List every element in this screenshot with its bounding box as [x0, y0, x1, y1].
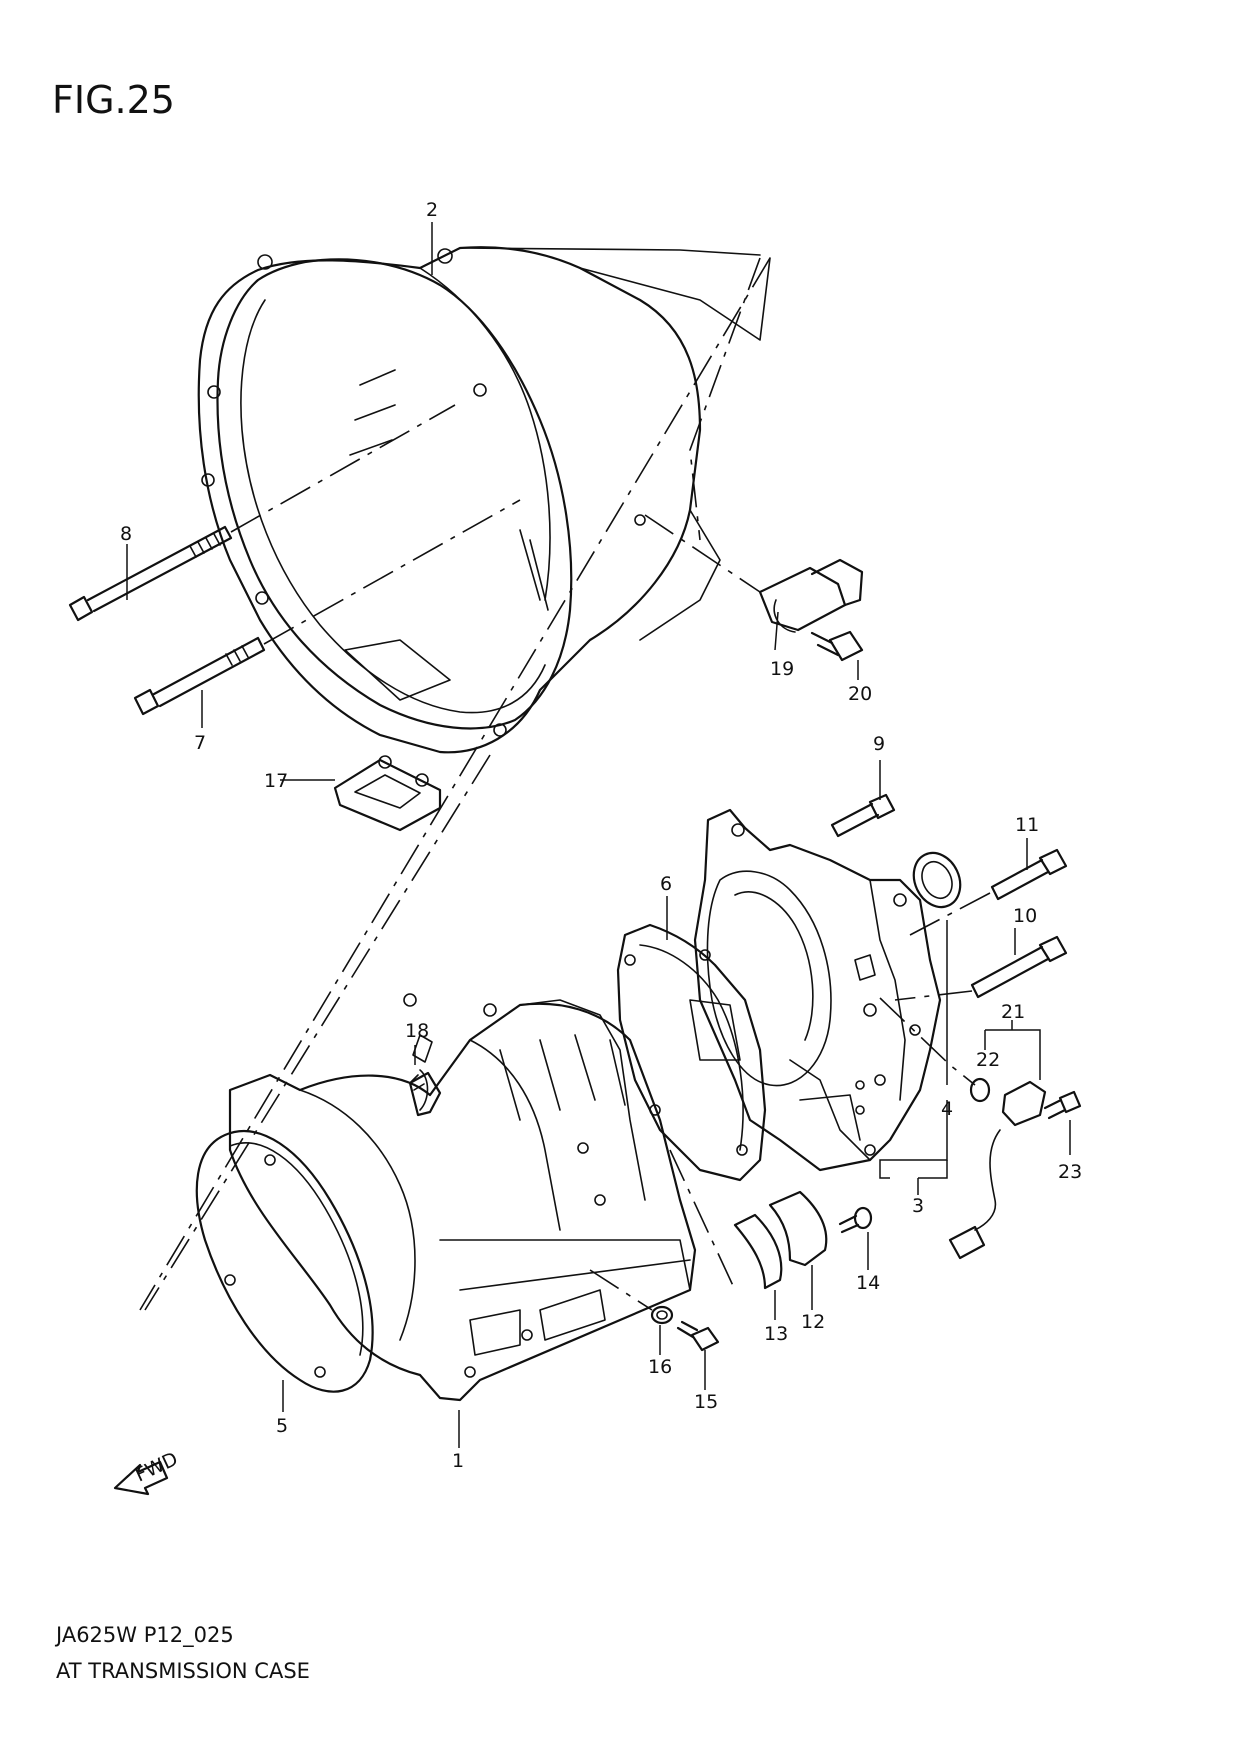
bolt-11: [909, 848, 1068, 936]
extension-case: [693, 808, 942, 1172]
gasket-5: [195, 1130, 374, 1393]
callout-21: 21: [1001, 1001, 1025, 1023]
callout-9: 9: [873, 733, 885, 755]
callout-20: 20: [848, 683, 872, 705]
washer-16: [589, 1269, 674, 1325]
callout-10: 10: [1013, 905, 1037, 927]
bolt-7: [133, 499, 521, 716]
callout-8: 8: [120, 523, 132, 545]
callout-18: 18: [405, 1020, 429, 1042]
plate-13: [733, 1213, 783, 1290]
clip-17: [333, 755, 442, 832]
sensor-19: [644, 514, 864, 633]
figure-title: FIG.25: [52, 78, 175, 122]
assembly-line: [144, 754, 491, 1311]
callout-6: 6: [660, 873, 672, 895]
callout-23: 23: [1058, 1161, 1082, 1183]
bolt-9: [830, 793, 896, 838]
callout-22: 22: [976, 1049, 1000, 1071]
gasket-6: [616, 923, 767, 1182]
callout-1: 1: [452, 1450, 464, 1472]
callout-3: 3: [912, 1195, 924, 1217]
cover-12: [768, 1190, 828, 1267]
callout-11: 11: [1015, 814, 1039, 836]
callout-labels: 2 8 7 17 19 20 9 11 10 6 21 18 22 4 23 3…: [120, 199, 1082, 1472]
bolt-10: [894, 935, 1068, 1001]
assembly-line: [879, 997, 976, 1086]
callout-5: 5: [276, 1415, 288, 1437]
assembly-line: [139, 257, 771, 1311]
callout-4: 4: [941, 1098, 953, 1120]
connector-18: [408, 1071, 442, 1117]
callout-12: 12: [801, 1311, 825, 1333]
leader-lines: [126, 222, 1071, 1448]
bolt-14: [838, 1206, 873, 1234]
fwd-arrow-icon: FWD: [113, 1448, 182, 1496]
callout-14: 14: [856, 1272, 880, 1294]
bolt-8: [68, 404, 456, 622]
callout-2: 2: [426, 199, 438, 221]
oil-seal-4: [912, 851, 962, 909]
bolt-20: [810, 630, 864, 662]
sensor-21: [948, 1080, 1047, 1260]
figure-caption: AT TRANSMISSION CASE: [56, 1659, 310, 1683]
transmission-case: [228, 993, 697, 1402]
bolt-15: [676, 1320, 720, 1352]
figure-code: JA625W P12_025: [56, 1623, 234, 1647]
callout-15: 15: [694, 1391, 718, 1413]
assembly-line: [669, 1149, 736, 1291]
callout-17: 17: [264, 770, 288, 792]
bolt-23: [1043, 1090, 1082, 1120]
callout-13: 13: [764, 1323, 788, 1345]
callout-16: 16: [648, 1356, 672, 1378]
o-ring-22: [969, 1077, 991, 1103]
fwd-label: FWD: [132, 1448, 182, 1487]
callout-19: 19: [770, 658, 794, 680]
converter-housing: [197, 246, 771, 754]
callout-7: 7: [194, 732, 206, 754]
